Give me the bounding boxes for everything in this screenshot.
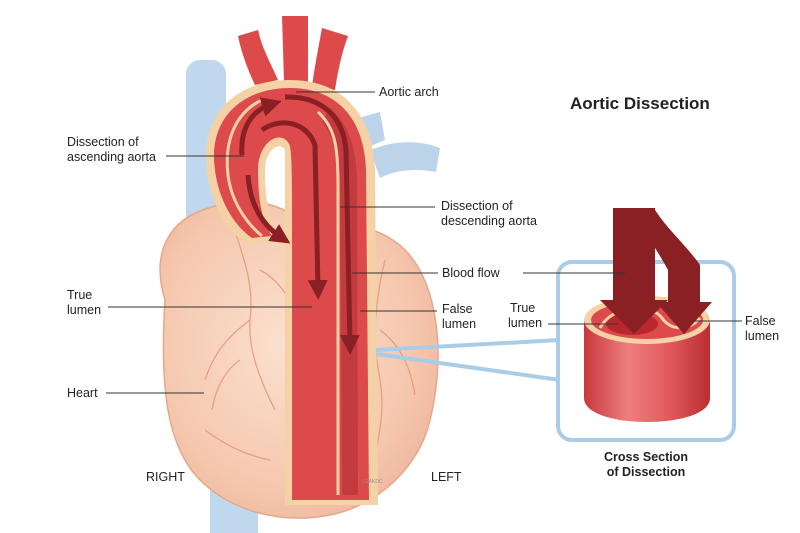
page-title: Aortic Dissection [570, 94, 710, 113]
label-ascending-1: Dissection of [67, 135, 139, 149]
label-true-lumen-2: lumen [67, 303, 101, 317]
aortic-branches [238, 16, 348, 90]
label-false-lumen-1: False [442, 302, 473, 316]
label-descending-1: Dissection of [441, 199, 513, 213]
label-inset-false-1: False [745, 314, 776, 328]
label-true-lumen-1: True [67, 288, 92, 302]
inset-connector [375, 338, 561, 382]
label-aortic-arch: Aortic arch [379, 85, 439, 99]
label-inset-false-2: lumen [745, 329, 779, 343]
caption-cross-section-1: Cross Section [604, 450, 688, 464]
artist-signature: LGAKDC [362, 479, 383, 485]
label-descending-2: descending aorta [441, 214, 537, 228]
label-false-lumen-2: lumen [442, 317, 476, 331]
label-ascending-2: ascending aorta [67, 150, 156, 164]
label-heart: Heart [67, 386, 98, 400]
label-left: LEFT [431, 470, 462, 484]
caption-cross-section-2: of Dissection [607, 465, 686, 479]
leader-lines [106, 91, 742, 394]
label-right: RIGHT [146, 470, 185, 484]
flow-arrow-icon [600, 208, 712, 334]
label-inset-true-2: lumen [508, 316, 542, 330]
flow-arrow-icon [239, 94, 360, 355]
label-blood-flow: Blood flow [442, 266, 501, 280]
label-inset-true-1: True [510, 301, 535, 315]
